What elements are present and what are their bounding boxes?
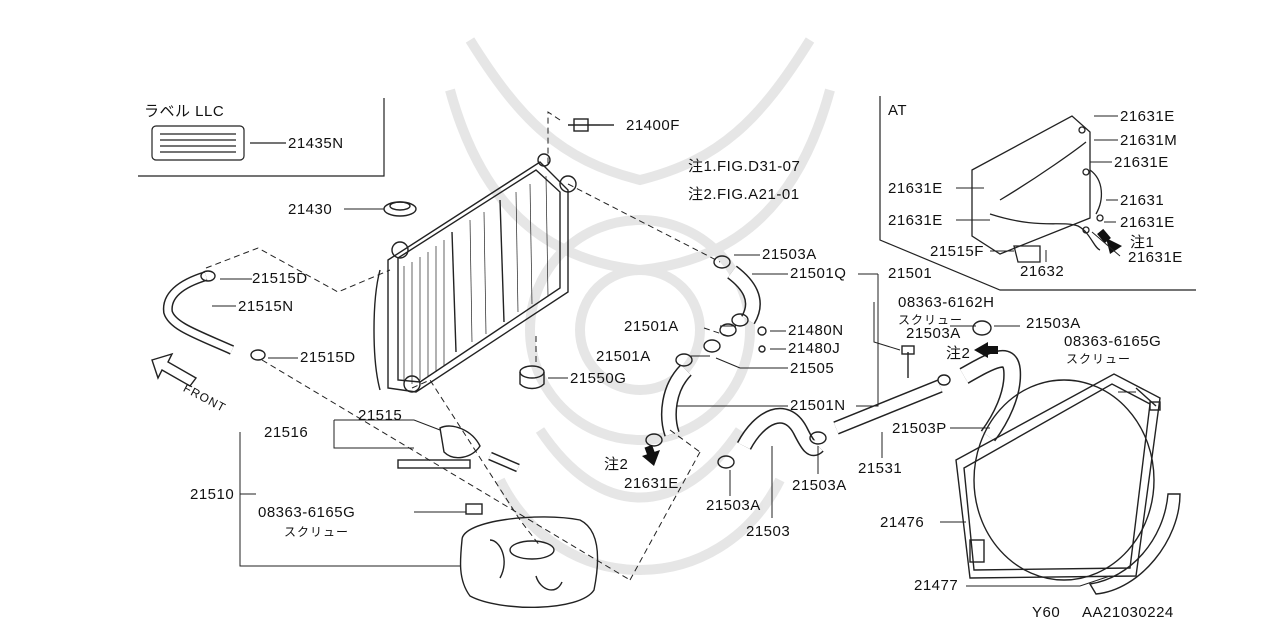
note2-left-arrow — [642, 450, 660, 466]
radiator — [373, 153, 577, 393]
part-21505: 21505 — [790, 360, 835, 377]
note2-mid-label: 注2 — [946, 345, 971, 362]
hose-21503P — [901, 320, 1161, 442]
part-21515: 21515 — [358, 407, 403, 424]
footer-code: AA21030224 — [1082, 604, 1174, 621]
at-part-21631E-3: 21631E — [1120, 214, 1175, 231]
at-part-21632: 21632 — [1020, 263, 1065, 280]
fan-shroud — [955, 373, 1181, 595]
part-21631E-lower: 21631E — [624, 475, 679, 492]
drain-plug — [568, 118, 614, 132]
mount-rubber — [519, 365, 545, 390]
note2-left-label: 注2 — [604, 456, 629, 473]
at-section-frame — [879, 96, 1196, 291]
note-arrows — [642, 228, 1122, 466]
part-21501: 21501 — [888, 265, 933, 282]
part-21480N: 21480N — [788, 322, 844, 339]
part-21531: 21531 — [858, 460, 903, 477]
watermark — [445, 37, 835, 575]
part-21501A-lower: 21501A — [596, 348, 651, 365]
part-21515N: 21515N — [238, 298, 294, 315]
filler-neck-parts — [397, 425, 520, 515]
note-2: 注2.FIG.A21-01 — [688, 186, 800, 203]
part-21503A-mid: 21503A — [906, 325, 961, 342]
part-21501A-upper: 21501A — [624, 318, 679, 335]
part-21477: 21477 — [914, 577, 959, 594]
part-21501Q: 21501Q — [790, 265, 847, 282]
screw-text-mid: スクリュー — [898, 313, 964, 327]
part-21501N: 21501N — [790, 397, 846, 414]
part-21503: 21503 — [746, 523, 791, 540]
at-section-title: AT — [888, 102, 908, 119]
at-part-21631M: 21631M — [1120, 132, 1178, 149]
at-part-21631E-2: 21631E — [1114, 154, 1169, 171]
dashed-guides — [205, 111, 766, 581]
at-note1-arrow — [1106, 238, 1122, 254]
part-21516: 21516 — [264, 424, 309, 441]
screw-text-left: スクリュー — [284, 525, 350, 539]
part-21503A-top: 21503A — [762, 246, 817, 263]
pipe-21531 — [833, 379, 943, 435]
at-part-21631E-1: 21631E — [1120, 108, 1175, 125]
screw-08363-6165G-right: 08363-6165G — [1064, 333, 1162, 350]
part-21515D-lower: 21515D — [300, 349, 356, 366]
part-21503A-right: 21503A — [1026, 315, 1081, 332]
lower-hose — [645, 364, 827, 469]
part-21503P: 21503P — [892, 420, 947, 437]
part-21503A-lower-right: 21503A — [792, 477, 847, 494]
part-21510: 21510 — [190, 486, 235, 503]
screw-08363-6165G-left: 08363-6165G — [258, 504, 356, 521]
reservoir-tank — [459, 516, 599, 608]
at-part-21631E-4: 21631E — [1128, 249, 1183, 266]
footer-model: Y60 — [1032, 604, 1061, 621]
label-box-title: ラベル LLC — [144, 103, 225, 120]
part-21476: 21476 — [880, 514, 925, 531]
screw-08363-6162H: 08363-6162H — [898, 294, 995, 311]
llc-label-sticker — [151, 125, 245, 161]
label-box-frame — [138, 98, 385, 177]
reservoir-hose — [162, 270, 266, 361]
screw-text-right: スクリュー — [1066, 352, 1132, 366]
part-21435N: 21435N — [288, 135, 344, 152]
note-1: 注1.FIG.D31-07 — [688, 158, 801, 175]
at-part-21515F: 21515F — [930, 243, 984, 260]
front-arrow — [151, 352, 198, 387]
part-21503A-lower-left: 21503A — [706, 497, 761, 514]
upper-hose — [713, 255, 761, 327]
at-part-21631E-left-2: 21631E — [888, 212, 943, 229]
leader-lines — [212, 115, 1136, 587]
at-part-21631: 21631 — [1120, 192, 1165, 209]
part-21400F: 21400F — [626, 117, 680, 134]
part-21480J: 21480J — [788, 340, 841, 357]
part-21515D-upper: 21515D — [252, 270, 308, 287]
at-note1-label: 注1 — [1130, 234, 1155, 251]
at-part-21631E-left-1: 21631E — [888, 180, 943, 197]
at-cooler — [971, 115, 1104, 263]
part-21430: 21430 — [288, 201, 333, 218]
part-21550G: 21550G — [570, 370, 627, 387]
note2-mid-arrow — [974, 342, 988, 358]
radiator-cap — [383, 201, 417, 217]
